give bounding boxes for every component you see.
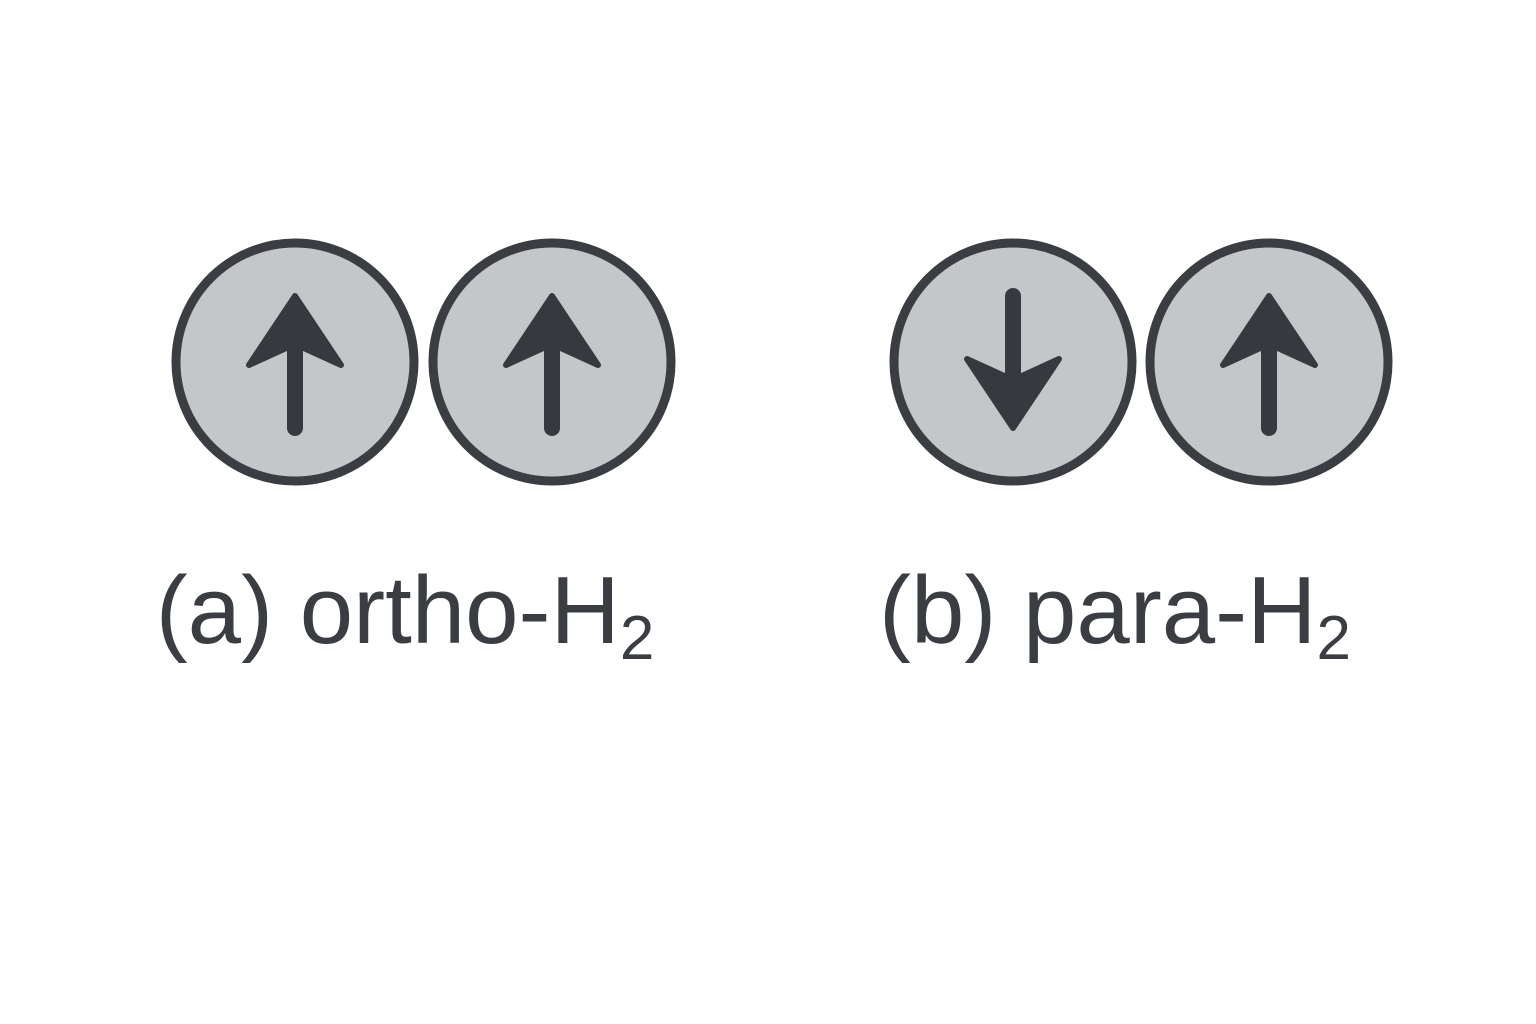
- ortho-caption-main: (a) ortho-H: [156, 557, 620, 664]
- spin-up-arrow-icon: [246, 293, 344, 436]
- arrow-head: [1220, 293, 1318, 368]
- para-caption-subscript: 2: [1316, 604, 1350, 673]
- para-caption-main: (b) para-H: [879, 557, 1316, 664]
- para-molecule: (b) para-H2: [879, 238, 1393, 673]
- ortho-atom-left: [171, 238, 419, 486]
- ortho-caption: (a) ortho-H2: [156, 557, 655, 673]
- arrow-head: [503, 293, 601, 368]
- para-atom-left: [889, 238, 1137, 486]
- ortho-molecule: (a) ortho-H2: [156, 238, 676, 673]
- spin-down-arrow-icon: [964, 288, 1062, 431]
- spin-up-arrow-icon: [503, 293, 601, 436]
- spin-up-arrow-icon: [1220, 293, 1318, 436]
- arrow-head: [246, 293, 344, 368]
- para-atom-right: [1145, 238, 1393, 486]
- arrow-head: [964, 356, 1062, 431]
- para-caption: (b) para-H2: [879, 557, 1351, 673]
- ortho-atom-right: [428, 238, 676, 486]
- ortho-caption-subscript: 2: [620, 604, 654, 673]
